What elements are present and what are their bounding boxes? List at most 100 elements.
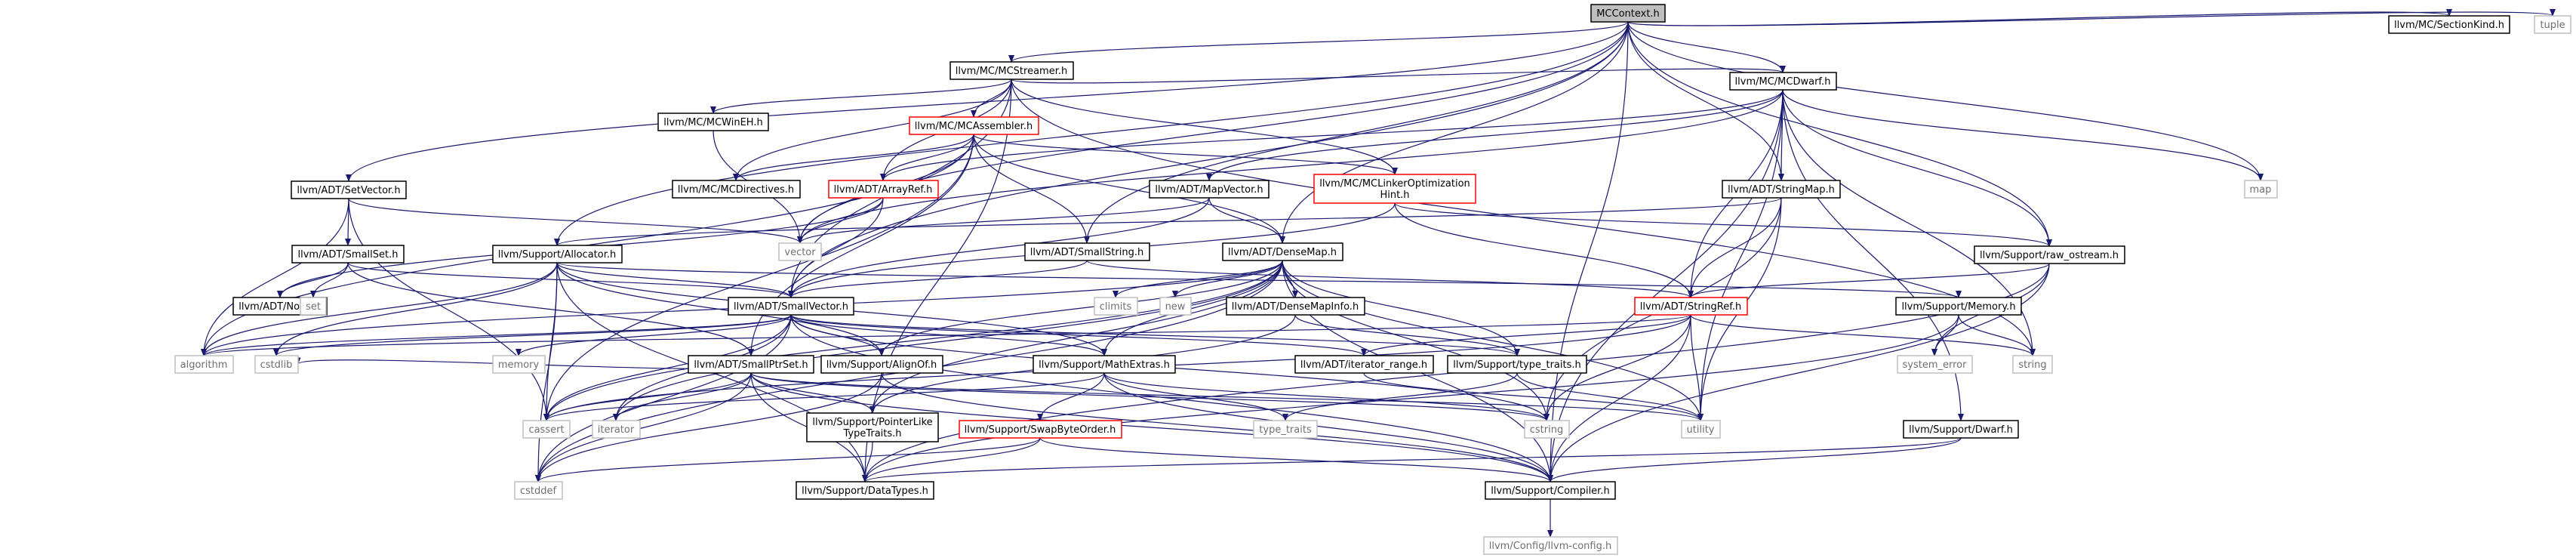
node-new[interactable]: new <box>1159 297 1192 316</box>
node-llvmconfig[interactable]: llvm/Config/llvm-config.h <box>1483 536 1618 555</box>
edge-mcassembler-to-cassert <box>543 134 974 421</box>
node-label: vector <box>784 247 816 258</box>
edge-stringref-to-cstring <box>1543 314 1691 421</box>
node-systemerror[interactable]: system_error <box>1897 355 1973 374</box>
node-typetraits[interactable]: type_traits <box>1253 420 1318 439</box>
node-memoryh[interactable]: memory <box>492 355 546 374</box>
node-climits[interactable]: climits <box>1094 297 1138 316</box>
edge-stringmap-to-stringref <box>1688 197 1782 298</box>
node-datatypes[interactable]: llvm/Support/DataTypes.h <box>796 481 934 500</box>
node-memory[interactable]: llvm/Support/Memory.h <box>1895 297 2022 316</box>
node-label: llvm/MC/MCDirectives.h <box>678 184 794 196</box>
node-cstddef[interactable]: cstddef <box>514 481 563 500</box>
node-allocator[interactable]: llvm/Support/Allocator.h <box>492 245 623 264</box>
node-label: llvm/ADT/DenseMap.h <box>1228 247 1337 258</box>
node-mapvector[interactable]: llvm/ADT/MapVector.h <box>1149 180 1270 199</box>
node-label: llvm/ADT/SetVector.h <box>297 185 400 196</box>
node-box <box>174 355 234 374</box>
node-box <box>514 481 563 500</box>
node-stringmap[interactable]: llvm/ADT/StringMap.h <box>1722 180 1841 199</box>
edge-mccontext-to-smallstring <box>1084 21 1629 244</box>
node-box <box>909 116 1039 135</box>
node-densemapinfo[interactable]: llvm/ADT/DenseMapInfo.h <box>1226 297 1365 316</box>
node-vector[interactable]: vector <box>778 242 822 261</box>
node-arrayref[interactable]: llvm/ADT/ArrayRef.h <box>828 180 939 199</box>
edge-allocator-to-memory <box>556 262 1962 298</box>
node-mcstreamer[interactable]: llvm/MC/MCStreamer.h <box>949 61 1074 80</box>
node-swapbyte[interactable]: llvm/Support/SwapByteOrder.h <box>959 420 1122 439</box>
node-smallset[interactable]: llvm/ADT/SmallSet.h <box>291 245 405 264</box>
node-setvector[interactable]: llvm/ADT/SetVector.h <box>291 180 407 199</box>
node-string[interactable]: string <box>2012 355 2053 374</box>
node-label: MCContext.h <box>1596 8 1660 20</box>
edge-densemap-to-typetraitsllvm <box>1282 260 1520 356</box>
node-mccontext[interactable]: MCContext.h <box>1590 4 1666 23</box>
node-box <box>1033 355 1176 374</box>
node-label: cassert <box>528 424 564 436</box>
edge-mccontext-to-mcstreamer <box>1008 21 1629 63</box>
edge-stringref-to-utility <box>1690 314 1703 421</box>
node-mcdirectives[interactable]: llvm/MC/MCDirectives.h <box>672 180 801 199</box>
node-box <box>492 245 623 264</box>
node-label: system_error <box>1903 359 1968 371</box>
edge-smallptrset-to-cstring <box>750 372 1550 421</box>
node-iterator[interactable]: iterator <box>592 420 641 439</box>
node-box <box>2244 180 2278 199</box>
node-mathextras[interactable]: llvm/Support/MathExtras.h <box>1033 355 1176 374</box>
node-algorithm[interactable]: algorithm <box>174 355 234 374</box>
node-label: llvm/Support/Compiler.h <box>1491 486 1609 497</box>
edge-swapbyte-to-datatypes <box>862 437 1041 482</box>
node-densemap[interactable]: llvm/ADT/DenseMap.h <box>1222 242 1343 261</box>
edge-densemap-to-utility <box>1282 260 1703 421</box>
node-supportdwarf[interactable]: llvm/Support/Dwarf.h <box>1903 420 2019 439</box>
node-stringref[interactable]: llvm/ADT/StringRef.h <box>1634 297 1748 316</box>
node-alignof[interactable]: llvm/Support/AlignOf.h <box>820 355 943 374</box>
node-box <box>1524 420 1570 439</box>
edge-densemap-to-cstring <box>1282 260 1550 421</box>
edge-swapbyte-to-cstddef <box>535 437 1041 482</box>
node-label: llvm/ADT/StringRef.h <box>1640 301 1741 313</box>
node-tuple[interactable]: tuple <box>2534 15 2571 34</box>
node-smallptrset[interactable]: llvm/ADT/SmallPtrSet.h <box>688 355 814 374</box>
node-box <box>1313 174 1476 204</box>
edge-mclinkeropt-to-rawostream <box>1394 202 2052 247</box>
node-mcassembler[interactable]: llvm/MC/MCAssembler.h <box>909 116 1039 135</box>
edge-iterrange-to-utility <box>1363 372 1703 421</box>
edge-memory-to-string <box>1958 314 2036 356</box>
edge-smallvector-to-compiler <box>790 314 1553 482</box>
node-box <box>1149 180 1270 199</box>
node-label: string <box>2018 359 2046 371</box>
node-cassert[interactable]: cassert <box>522 420 571 439</box>
edge-smallptrset-to-cassert <box>543 372 752 421</box>
edge-mcstreamer-to-mcdirectives <box>733 79 1012 181</box>
node-mcsectionkind[interactable]: llvm/MC/SectionKind.h <box>2388 15 2510 34</box>
node-mcdwarf[interactable]: llvm/MC/MCDwarf.h <box>1729 72 1837 91</box>
node-box <box>1681 420 1721 439</box>
edge-setvector-to-algorithm <box>201 198 349 356</box>
node-compiler[interactable]: llvm/Support/Compiler.h <box>1485 481 1616 500</box>
node-cstring[interactable]: cstring <box>1524 420 1570 439</box>
node-label: climits <box>1100 301 1132 313</box>
node-cstdlib[interactable]: cstdlib <box>254 355 299 374</box>
node-smallvector[interactable]: llvm/ADT/SmallVector.h <box>728 297 854 316</box>
node-typetraitsllvm[interactable]: llvm/Support/type_traits.h <box>1447 355 1587 374</box>
node-map[interactable]: map <box>2244 180 2278 199</box>
node-set[interactable]: set <box>300 297 327 316</box>
node-rawostream[interactable]: llvm/Support/raw_ostream.h <box>1974 245 2125 264</box>
node-label: llvm/ADT/iterator_range.h <box>1300 359 1427 371</box>
node-label: map <box>2250 184 2272 196</box>
node-smallstring[interactable]: llvm/ADT/SmallString.h <box>1024 242 1150 261</box>
edge-mccontext-to-allocator <box>554 21 1629 246</box>
node-label: algorithm <box>180 359 228 371</box>
node-utility[interactable]: utility <box>1681 420 1721 439</box>
node-iterrange[interactable]: llvm/ADT/iterator_range.h <box>1294 355 1434 374</box>
edge-smallset-to-smallvector <box>347 262 794 298</box>
edge-alignof-to-cstddef <box>535 372 882 482</box>
edge-mcdwarf-to-vector <box>797 89 1784 244</box>
node-mcwineh[interactable]: llvm/MC/MCWinEH.h <box>657 113 769 131</box>
edge-mcdwarf-to-string <box>1782 89 2036 356</box>
edge-densemap-to-alignof <box>879 260 1283 356</box>
edge-mccontext-to-smallvector <box>788 21 1629 298</box>
